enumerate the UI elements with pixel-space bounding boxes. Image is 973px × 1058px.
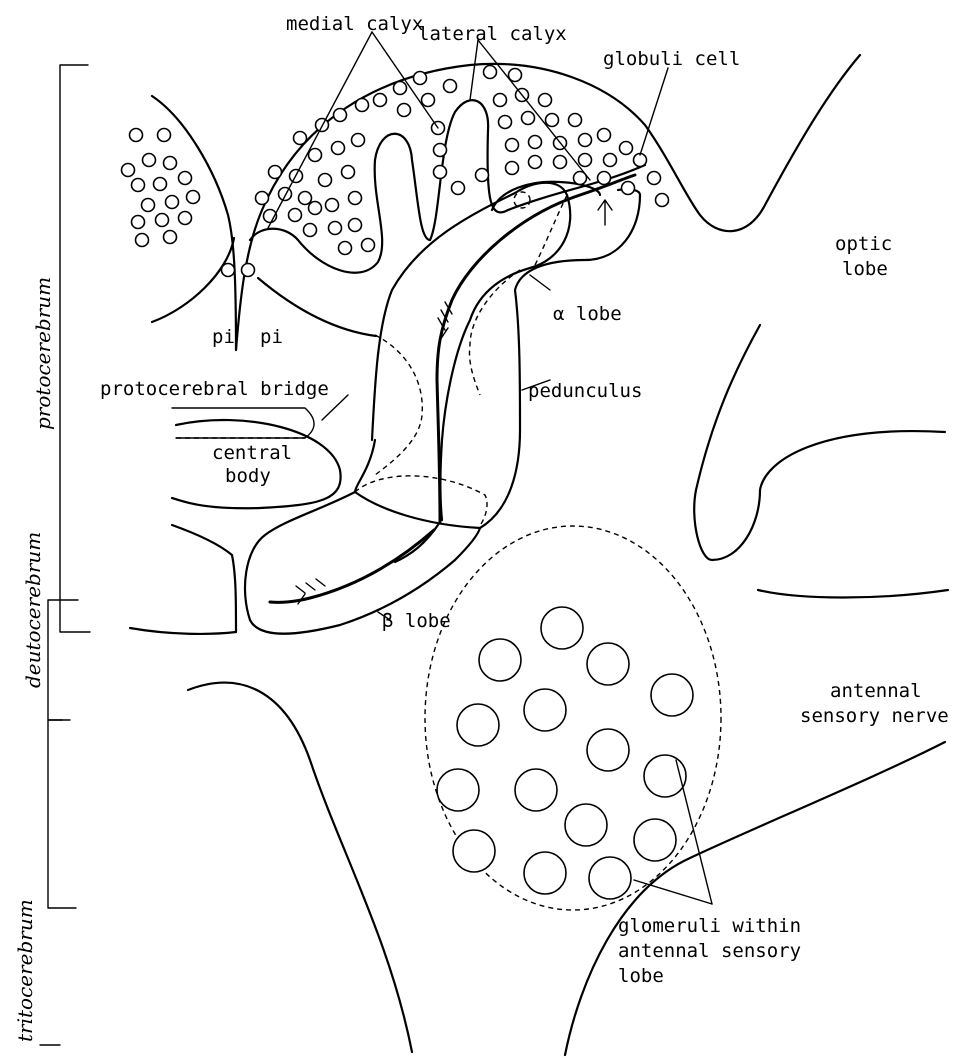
lateral-calyx-label: lateral calyx [418, 23, 567, 45]
mushroom-body [245, 175, 640, 634]
deutocerebrum-bracket [48, 600, 78, 720]
glomeruli-label-line-2: antennal sensory [618, 940, 801, 962]
region-brackets [40, 65, 90, 1045]
alpha-lobe-label: α lobe [553, 303, 622, 325]
globuli-cells [122, 66, 669, 277]
glomeruli-label-line-1: glomeruli within [618, 915, 801, 937]
antennal-lobe [425, 526, 721, 910]
pi-right-label: pi [260, 326, 283, 348]
brain-outline [152, 55, 948, 1055]
antennal-sensory-nerve-label-line-2: sensory nerve [800, 705, 949, 727]
protocerebrum-bracket [60, 65, 90, 632]
optic-lobe-label-line-2: lobe [842, 258, 888, 280]
beta-lobe-label: β lobe [382, 610, 451, 632]
antennal-sensory-nerve-label-line-1: antennal [830, 680, 922, 702]
deutocerebrum-label: deutocerebrum [21, 532, 45, 688]
protocerebral-bridge-label: protocerebral bridge [100, 378, 329, 400]
globuli-cell-label: globuli cell [603, 48, 740, 70]
optic-lobe-label-line-1: optic [835, 233, 892, 255]
tritocerebrum-bracket-upper [48, 720, 76, 908]
pedunculus-label: pedunculus [528, 380, 642, 402]
glomeruli-label-line-3: lobe [618, 965, 664, 987]
protocerebrum-label: protocerebrum [31, 277, 55, 430]
central-body-label-line-1: central [212, 442, 292, 464]
tritocerebrum-label: tritocerebrum [13, 899, 37, 1042]
medial-calyx-label: medial calyx [286, 13, 423, 35]
central-body-label-line-2: body [225, 465, 271, 487]
pi-left-label: pi [212, 326, 235, 348]
